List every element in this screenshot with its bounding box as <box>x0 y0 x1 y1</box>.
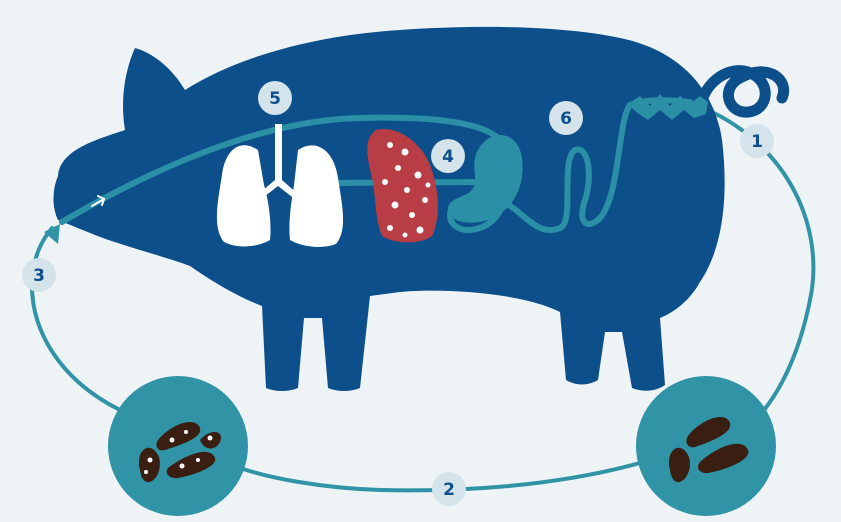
step-label-4: 4 <box>442 147 454 167</box>
pig-tail <box>700 71 784 112</box>
step-badge-4: 4 <box>431 139 465 173</box>
step-badge-2: 2 <box>432 472 466 506</box>
feces-icon <box>636 376 776 516</box>
feces-with-eggs-icon <box>108 376 248 516</box>
step-badge-3: 3 <box>22 258 56 292</box>
step-label-2: 2 <box>443 480 455 500</box>
step-label-1: 1 <box>751 132 763 152</box>
step-badge-5: 5 <box>258 81 292 115</box>
step-label-5: 5 <box>269 89 281 109</box>
step-label-3: 3 <box>33 266 45 286</box>
feces-circle <box>636 376 776 516</box>
cycle-path-3 <box>32 228 120 410</box>
step-badge-1: 1 <box>740 124 774 158</box>
step-label-6: 6 <box>560 109 572 129</box>
feces-eggs-circle <box>108 376 248 516</box>
step-badge-6: 6 <box>549 101 583 135</box>
